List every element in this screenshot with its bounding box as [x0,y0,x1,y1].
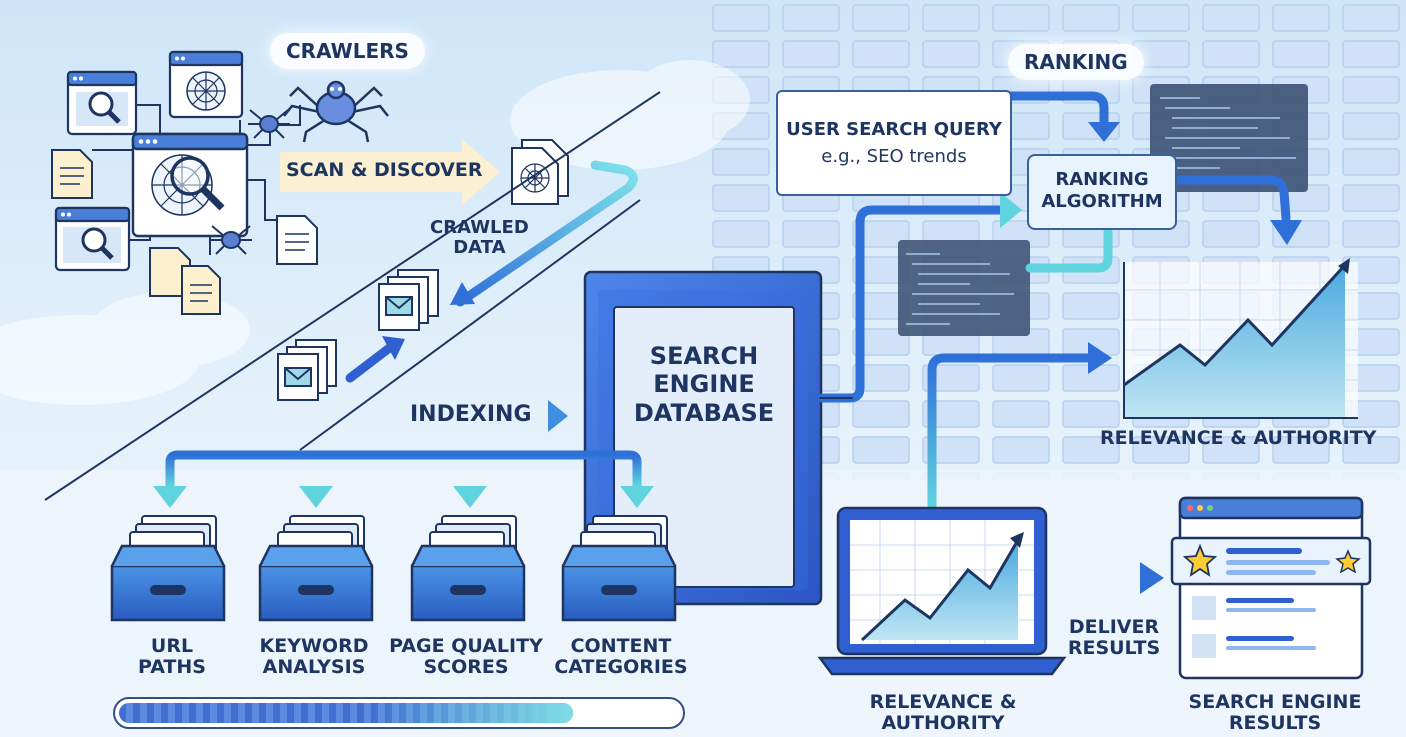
magnifier-icon [88,91,121,124]
folder-icon [258,515,374,622]
index-branch-arrows [165,450,642,491]
ranking-arrowheads [1000,122,1302,594]
relevance-authority-bottom-label: RELEVANCE & AUTHORITY [869,691,1017,735]
relevance-authority-top-label: RELEVANCE & AUTHORITY [1100,427,1377,449]
search-results-window [1170,496,1372,680]
folder-icon [410,515,526,622]
folder-icon [110,515,226,622]
envelope-icon [378,269,439,331]
document-icon [276,215,318,265]
line-chart-icon [1123,258,1358,419]
user-search-query-box[interactable]: USER SEARCH QUERY e.g., SEO trends [776,90,1012,196]
crawl-pipeline [44,91,661,501]
database-label: SEARCH ENGINE DATABASE [633,342,775,427]
query-example: e.g., SEO trends [821,146,967,167]
code-panel [1150,84,1308,192]
star-icon [1182,543,1218,577]
spider-icon [210,225,252,255]
browser-window-icon [66,70,138,136]
browser-window-icon [54,206,131,272]
envelope-icon [277,339,337,401]
bin-label-keyword-analysis: KEYWORD ANALYSIS [259,635,369,679]
crawlers-label: CRAWLERS [270,33,425,70]
spider-icon [283,80,389,143]
laptop-icon [817,506,1067,676]
bin-label-page-quality: PAGE QUALITY SCORES [389,635,543,679]
ranking-flow-arrows [817,91,1291,583]
ranking-algorithm-box: RANKING ALGORITHM [1027,154,1177,230]
indexing-label: INDEXING [410,402,532,427]
ranking-label: RANKING [1008,44,1144,81]
bin-label-content-categories: CONTENT CATEGORIES [554,635,688,679]
search-results-label: SEARCH ENGINE RESULTS [1188,691,1362,735]
document-icon [51,149,93,199]
index-bins [110,515,677,622]
document-icon [149,247,221,315]
code-panel [898,240,1030,336]
deliver-results-label: DELIVER RESULTS [1067,616,1161,660]
folder-icon [561,515,677,622]
index-arrowheads [153,486,654,508]
crawled-data-label: CRAWLED DATA [430,217,529,259]
bin-label-url-paths: URL PATHS [138,635,206,679]
indexing-arrow [548,400,568,432]
star-icon [1335,549,1361,574]
indexing-progress-bar [113,697,685,729]
browser-window-icon [168,50,244,119]
scan-discover-arrow [280,139,500,205]
scan-discover-label: SCAN & DISCOVER [286,159,483,181]
progress-fill [119,703,573,723]
spider-icon [248,109,290,139]
query-title: USER SEARCH QUERY [786,119,1002,140]
browser-window-icon [131,132,249,238]
